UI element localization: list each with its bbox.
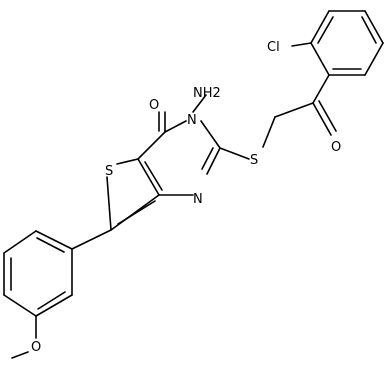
amino-bond — [192, 94, 207, 113]
ether-oxygen-label: O — [31, 340, 41, 355]
chloro-bond — [291, 42, 312, 47]
chlorophenyl-ring — [310, 10, 384, 76]
pyrimidinone-ring — [137, 120, 221, 196]
thioether-sulfur-label: S — [250, 153, 258, 168]
amino-label: NH2 — [193, 86, 221, 101]
thioether-bond — [219, 147, 250, 160]
ring-nitrogen-3-label: N — [187, 113, 197, 128]
thiophene-sulfur-label: S — [105, 164, 113, 179]
methoxyphenyl-ring — [3, 230, 73, 317]
methoxyphenyl-link — [71, 229, 112, 250]
chain-carbonyl-oxygen-label: O — [331, 140, 341, 155]
methoxy-bond — [11, 315, 37, 359]
ketone-chain — [262, 74, 337, 148]
ring-carbonyl-oxygen-label: O — [149, 98, 159, 113]
ring-nitrogen-1-label: N — [193, 192, 203, 207]
chlorine-label: Cl — [267, 40, 280, 55]
ring-carbonyl — [158, 111, 166, 133]
thiophene-ring — [106, 158, 160, 231]
